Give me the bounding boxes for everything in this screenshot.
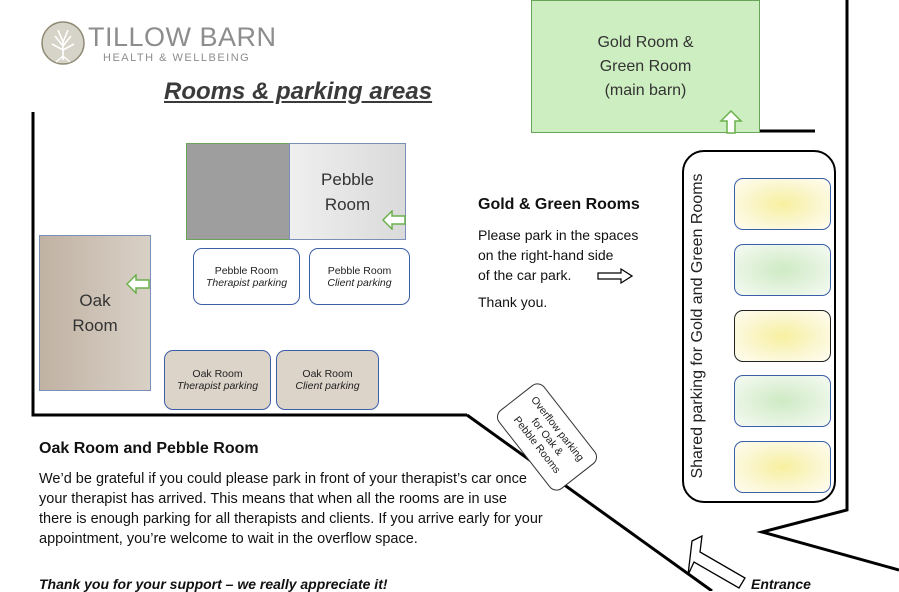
page-title: Rooms & parking areas xyxy=(164,78,433,105)
oak-client-parking-line1: Oak Room xyxy=(302,368,353,380)
pebble-room-dark-area xyxy=(186,143,290,240)
oak-therapist-parking-line1: Oak Room xyxy=(192,368,243,380)
oak-client-parking-line2: Client parking xyxy=(295,380,360,392)
pebble-left-arrow-icon xyxy=(382,210,406,230)
gold-green-room-label: Gold Room & Green Room (main barn) xyxy=(597,33,694,99)
oak-pebble-heading: Oak Room and Pebble Room xyxy=(39,440,259,457)
oak-room: Oak Room xyxy=(39,235,151,391)
shared-parking-label: Shared parking for Gold and Green Rooms xyxy=(689,173,706,479)
gold-green-room: Gold Room & Green Room (main barn) xyxy=(531,0,760,133)
pebble-client-parking-line1: Pebble Room xyxy=(327,264,392,277)
entrance-arrow-icon xyxy=(687,534,746,589)
gold-green-thanks: Thank you. xyxy=(478,294,548,310)
tree-icon xyxy=(41,21,85,65)
pebble-room-label: Pebble Room xyxy=(321,169,374,214)
gold-green-text: Please park in the spaces on the right-h… xyxy=(478,227,639,283)
oak-pebble-text: We’d be grateful if you could please par… xyxy=(39,471,543,547)
pebble-client-parking: Pebble Room Client parking xyxy=(309,248,410,305)
oak-room-label: Oak Room xyxy=(72,291,118,335)
left-boundary-line xyxy=(31,112,467,417)
gold-green-heading: Gold & Green Rooms xyxy=(478,196,640,213)
shared-parking xyxy=(682,150,836,503)
pebble-client-parking-line2: Client parking xyxy=(327,276,392,289)
oak-therapist-parking-line2: Therapist parking xyxy=(176,380,259,392)
pebble-therapist-parking: Pebble Room Therapist parking xyxy=(193,248,300,305)
up-arrow-icon xyxy=(719,110,743,134)
parking-slot-3 xyxy=(734,310,831,362)
pebble-therapist-parking-line1: Pebble Room xyxy=(214,264,279,277)
road-line xyxy=(466,413,713,591)
parking-slot-4 xyxy=(734,375,831,427)
logo-title: TILLOW BARN xyxy=(88,22,277,52)
right-arrow-icon xyxy=(597,268,633,284)
logo-subtitle: HEALTH & WELLBEING xyxy=(103,52,251,64)
entrance-label: Entrance xyxy=(751,576,811,592)
oak-pebble-footer: Thank you for your support – we really a… xyxy=(39,576,388,592)
oak-left-arrow-icon xyxy=(126,274,150,294)
oak-therapist-parking: Oak Room Therapist parking xyxy=(164,350,271,410)
right-boundary-line xyxy=(756,0,899,572)
parking-slot-2 xyxy=(734,244,831,296)
pebble-therapist-parking-line2: Therapist parking xyxy=(205,276,288,289)
parking-slot-1 xyxy=(734,178,831,230)
parking-slot-5 xyxy=(734,441,831,493)
oak-client-parking: Oak Room Client parking xyxy=(276,350,379,410)
